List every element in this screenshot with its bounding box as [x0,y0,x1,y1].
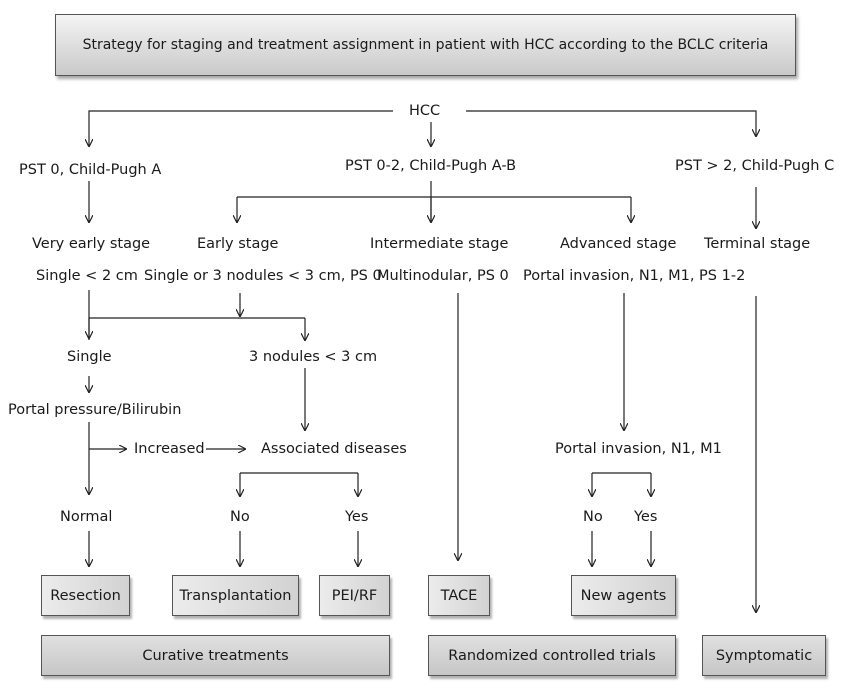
connector-hcc-to-right [466,110,756,136]
branch-middle: PST 0-2, Child-Pugh A-B [345,158,517,174]
category-curative: Curative treatments [41,635,390,676]
category-curative-label: Curative treatments [142,647,289,664]
diagram-title: Strategy for staging and treatment assig… [82,37,769,53]
node-no-left: No [230,509,250,525]
node-portal-invasion: Portal invasion, N1, M1 [555,441,722,457]
node-normal: Normal [60,509,113,525]
node-yes-right: Yes [634,509,658,525]
title-box: Strategy for staging and treatment assig… [55,14,796,76]
node-increased: Increased [134,441,205,457]
category-rct-label: Randomized controlled trials [448,647,656,664]
treatment-resection: Resection [41,575,130,616]
criteria-advanced: Portal invasion, N1, M1, PS 1-2 [523,268,746,284]
treatment-transplantation-label: Transplantation [179,587,292,604]
treatment-tace-label: TACE [440,587,478,604]
stage-very-early: Very early stage [32,236,151,252]
node-no-right: No [583,509,603,525]
category-symptomatic: Symptomatic [702,635,826,676]
criteria-early: Single or 3 nodules < 3 cm, PS 0 [144,268,382,284]
node-single: Single [67,349,112,365]
stage-intermediate: Intermediate stage [370,236,509,252]
branch-left: PST 0, Child-Pugh A [19,162,162,178]
node-yes-left: Yes [345,509,369,525]
treatment-transplantation: Transplantation [172,575,299,616]
treatment-tace: TACE [428,575,490,616]
treatment-pei-rf: PEI/RF [319,575,390,616]
connector-hcc-to-left [89,110,393,146]
branch-right: PST > 2, Child-Pugh C [675,158,835,174]
node-three-nodules: 3 nodules < 3 cm [249,349,378,365]
stage-advanced: Advanced stage [560,236,677,252]
treatment-new-agents-label: New agents [580,587,667,604]
treatment-resection-label: Resection [50,587,121,604]
node-portal-pressure: Portal pressure/Bilirubin [8,402,182,418]
treatment-new-agents: New agents [571,575,676,616]
stage-early: Early stage [197,236,279,252]
stage-terminal: Terminal stage [704,236,811,252]
treatment-pei-rf-label: PEI/RF [331,587,378,604]
root-node: HCC [409,103,441,119]
criteria-intermediate: Multinodular, PS 0 [377,268,509,284]
category-rct: Randomized controlled trials [428,635,676,676]
category-symptomatic-label: Symptomatic [715,647,813,664]
criteria-very-early: Single < 2 cm [36,268,138,284]
node-associated-diseases: Associated diseases [261,441,407,457]
